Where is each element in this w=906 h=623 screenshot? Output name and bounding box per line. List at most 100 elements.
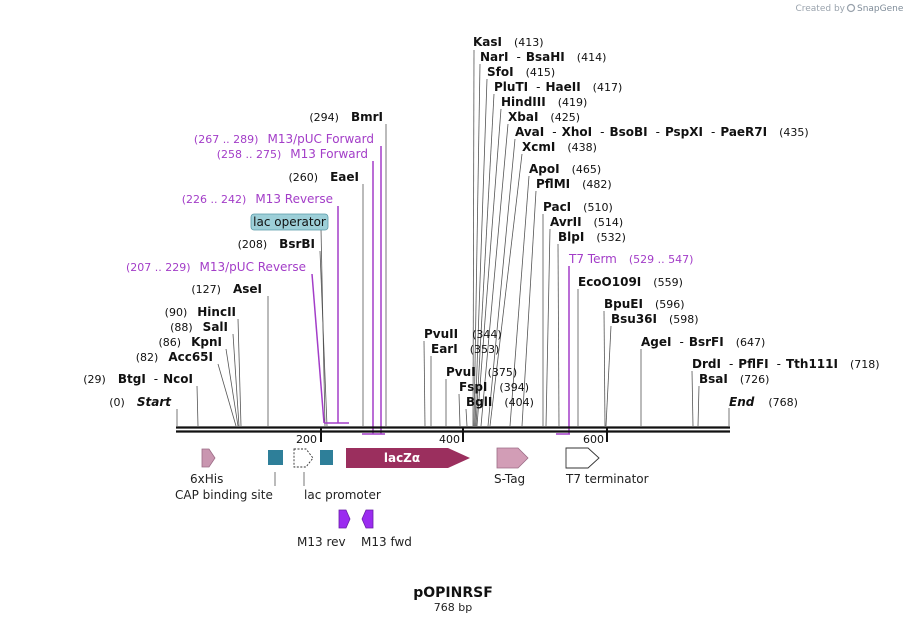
- cap-binding-site-label: CAP binding site: [175, 488, 273, 502]
- leader-hindiii: [476, 108, 502, 427]
- snapgene-credit[interactable]: Created by SnapGene: [795, 3, 904, 14]
- enzyme-leader-lines: [176, 49, 730, 427]
- leader-apoi: [509, 175, 530, 427]
- enzyme-sfoi[interactable]: SfoI(415): [487, 65, 555, 79]
- lac-promoter-feature[interactable]: [293, 448, 314, 468]
- primer-m13-puc-reverse[interactable]: (207 .. 229)M13/pUC Reverse: [126, 260, 306, 274]
- enzyme-bmri[interactable]: (294)BmrI: [309, 110, 383, 124]
- axis-tick-200: 200: [296, 433, 317, 446]
- enzyme-bgli[interactable]: BglI(404): [466, 395, 534, 409]
- leader-xbai: [480, 123, 509, 427]
- enzyme-bsai[interactable]: BsaI(726): [699, 372, 769, 386]
- credit-brand: SnapGene: [857, 4, 904, 14]
- enzyme-sali[interactable]: (88)SalI: [170, 320, 228, 334]
- leader-kpni: [225, 348, 239, 427]
- enzyme-asei[interactable]: (127)AseI: [191, 282, 262, 296]
- enzyme-bsu36i[interactable]: Bsu36I(598): [611, 312, 699, 326]
- enzyme-kpni[interactable]: (86)KpnI: [159, 335, 223, 349]
- snapgene-logo-icon: [846, 3, 856, 13]
- leader-nari: [473, 63, 481, 427]
- axis-tick-400: 400: [439, 433, 460, 446]
- primer-m13-puc-forward[interactable]: (267 .. 289)M13/pUC Forward: [194, 132, 374, 146]
- sixhis-label: 6xHis: [190, 472, 223, 486]
- leader-pflmi: [521, 190, 537, 427]
- enzyme-pflmi[interactable]: PflMI(482): [536, 177, 612, 191]
- lacz-alpha-feature[interactable]: [346, 448, 470, 468]
- leader-lac-operator: [320, 228, 326, 427]
- primer-m13-forward[interactable]: (258 .. 275)M13 Forward: [217, 147, 368, 161]
- enzyme-xcmi[interactable]: XcmI(438): [522, 140, 597, 154]
- m13-rev-arrow-icon[interactable]: [338, 509, 351, 529]
- leader-pvuii: [423, 340, 426, 427]
- lac-promoter-label: lac promoter: [304, 488, 381, 502]
- leader-sali: [232, 333, 240, 427]
- axis-tick-600: 600: [583, 433, 604, 446]
- enzyme-hindiii[interactable]: HindIII(419): [501, 95, 587, 109]
- enzyme-ecoo109i[interactable]: EcoO109I(559): [578, 275, 683, 289]
- t7-terminator-feature[interactable]: [565, 447, 600, 469]
- leader-acc65i: [217, 363, 237, 427]
- lac-operator-label[interactable]: lac operator: [250, 213, 329, 231]
- enzyme-apoi[interactable]: ApoI(465): [529, 162, 601, 176]
- enzyme-labels-left: (294)BmrI (260)EaeI (208)BsrBI (127)AseI…: [83, 110, 383, 409]
- enzyme-avrii[interactable]: AvrII(514): [550, 215, 623, 229]
- enzyme-avai[interactable]: AvaI-XhoI-BsoBI-PspXI-PaeR7I(435): [515, 125, 809, 139]
- leader-avrii: [545, 228, 551, 427]
- axis-tick-marks: [320, 427, 608, 442]
- enzyme-pvui[interactable]: PvuI(375): [446, 365, 517, 379]
- enzyme-paci[interactable]: PacI(510): [543, 200, 613, 214]
- leader-bpuei: [603, 310, 606, 427]
- leader-blpi: [557, 243, 560, 427]
- leader-kasi: [472, 49, 475, 427]
- enzyme-labels: KasI(413) NarI-BsaHI(414) SfoI(415) PluT…: [424, 35, 880, 409]
- cap-binding-site-feature[interactable]: [268, 450, 283, 465]
- enzyme-drdi[interactable]: DrdI-PflFI-Tth111I(718): [692, 357, 880, 371]
- s-tag-label: S-Tag: [494, 472, 525, 486]
- enzyme-eaei[interactable]: (260)EaeI: [289, 170, 360, 184]
- enzyme-bpuei[interactable]: BpuEI(596): [604, 297, 685, 311]
- credit-prefix: Created by: [795, 4, 845, 14]
- enzyme-kasi[interactable]: KasI(413): [473, 35, 544, 49]
- leader-drdi: [691, 370, 694, 427]
- enzyme-end: End(768): [729, 395, 798, 409]
- enzyme-bsrbi[interactable]: (208)BsrBI: [238, 237, 315, 251]
- primer-bindings: [311, 146, 570, 435]
- lac-operator-feature[interactable]: [320, 450, 333, 465]
- leader-bgli: [465, 408, 468, 427]
- primer-t7-term[interactable]: T7 Term(529 .. 547): [568, 252, 693, 266]
- plasmid-length: 768 bp: [434, 601, 472, 614]
- leader-bsai: [697, 385, 700, 427]
- enzyme-btgi[interactable]: (29)BtgI-NcoI: [83, 372, 193, 386]
- leader-btgi: [196, 385, 199, 427]
- leader-pluti: [475, 93, 495, 427]
- leader-avai: [487, 138, 516, 427]
- leader-fspi: [458, 393, 461, 427]
- leader-xcmi: [489, 153, 523, 427]
- enzyme-pluti[interactable]: PluTI-HaeII(417): [494, 80, 622, 94]
- sixhis-feature[interactable]: [201, 448, 216, 468]
- enzyme-xbai[interactable]: XbaI(425): [508, 110, 580, 124]
- m13-rev-label: M13 rev: [297, 535, 346, 549]
- m13-fwd-arrow-icon[interactable]: [361, 509, 374, 529]
- svg-text:lac operator: lac operator: [253, 215, 326, 229]
- enzyme-acc65i[interactable]: (82)Acc65I: [136, 350, 213, 364]
- enzyme-hincii[interactable]: (90)HincII: [165, 305, 236, 319]
- lacz-alpha-label: lacZα: [384, 451, 420, 465]
- plasmid-title: pOPINRSF: [413, 585, 493, 601]
- enzyme-agei[interactable]: AgeI-BsrFI(647): [641, 335, 765, 349]
- enzyme-pvuii[interactable]: PvuII(344): [424, 327, 502, 341]
- leader-bsu36i: [605, 325, 612, 427]
- enzyme-fspi[interactable]: FspI(394): [459, 380, 529, 394]
- enzyme-start: (0)Start: [109, 395, 172, 409]
- enzyme-blpi[interactable]: BlpI(532): [558, 230, 626, 244]
- s-tag-feature[interactable]: [496, 447, 529, 469]
- dna-backbone: 200 400 600: [176, 426, 730, 446]
- primer-m13-reverse[interactable]: (226 .. 242)M13 Reverse: [182, 192, 333, 206]
- enzyme-eari[interactable]: EarI(353): [431, 342, 499, 356]
- leader-sfoi: [474, 78, 488, 427]
- m13-fwd-label: M13 fwd: [361, 535, 412, 549]
- t7-terminator-label: T7 terminator: [565, 472, 649, 486]
- enzyme-nari[interactable]: NarI-BsaHI(414): [480, 50, 606, 64]
- primer-labels: (267 .. 289)M13/pUC Forward (258 .. 275)…: [126, 132, 694, 274]
